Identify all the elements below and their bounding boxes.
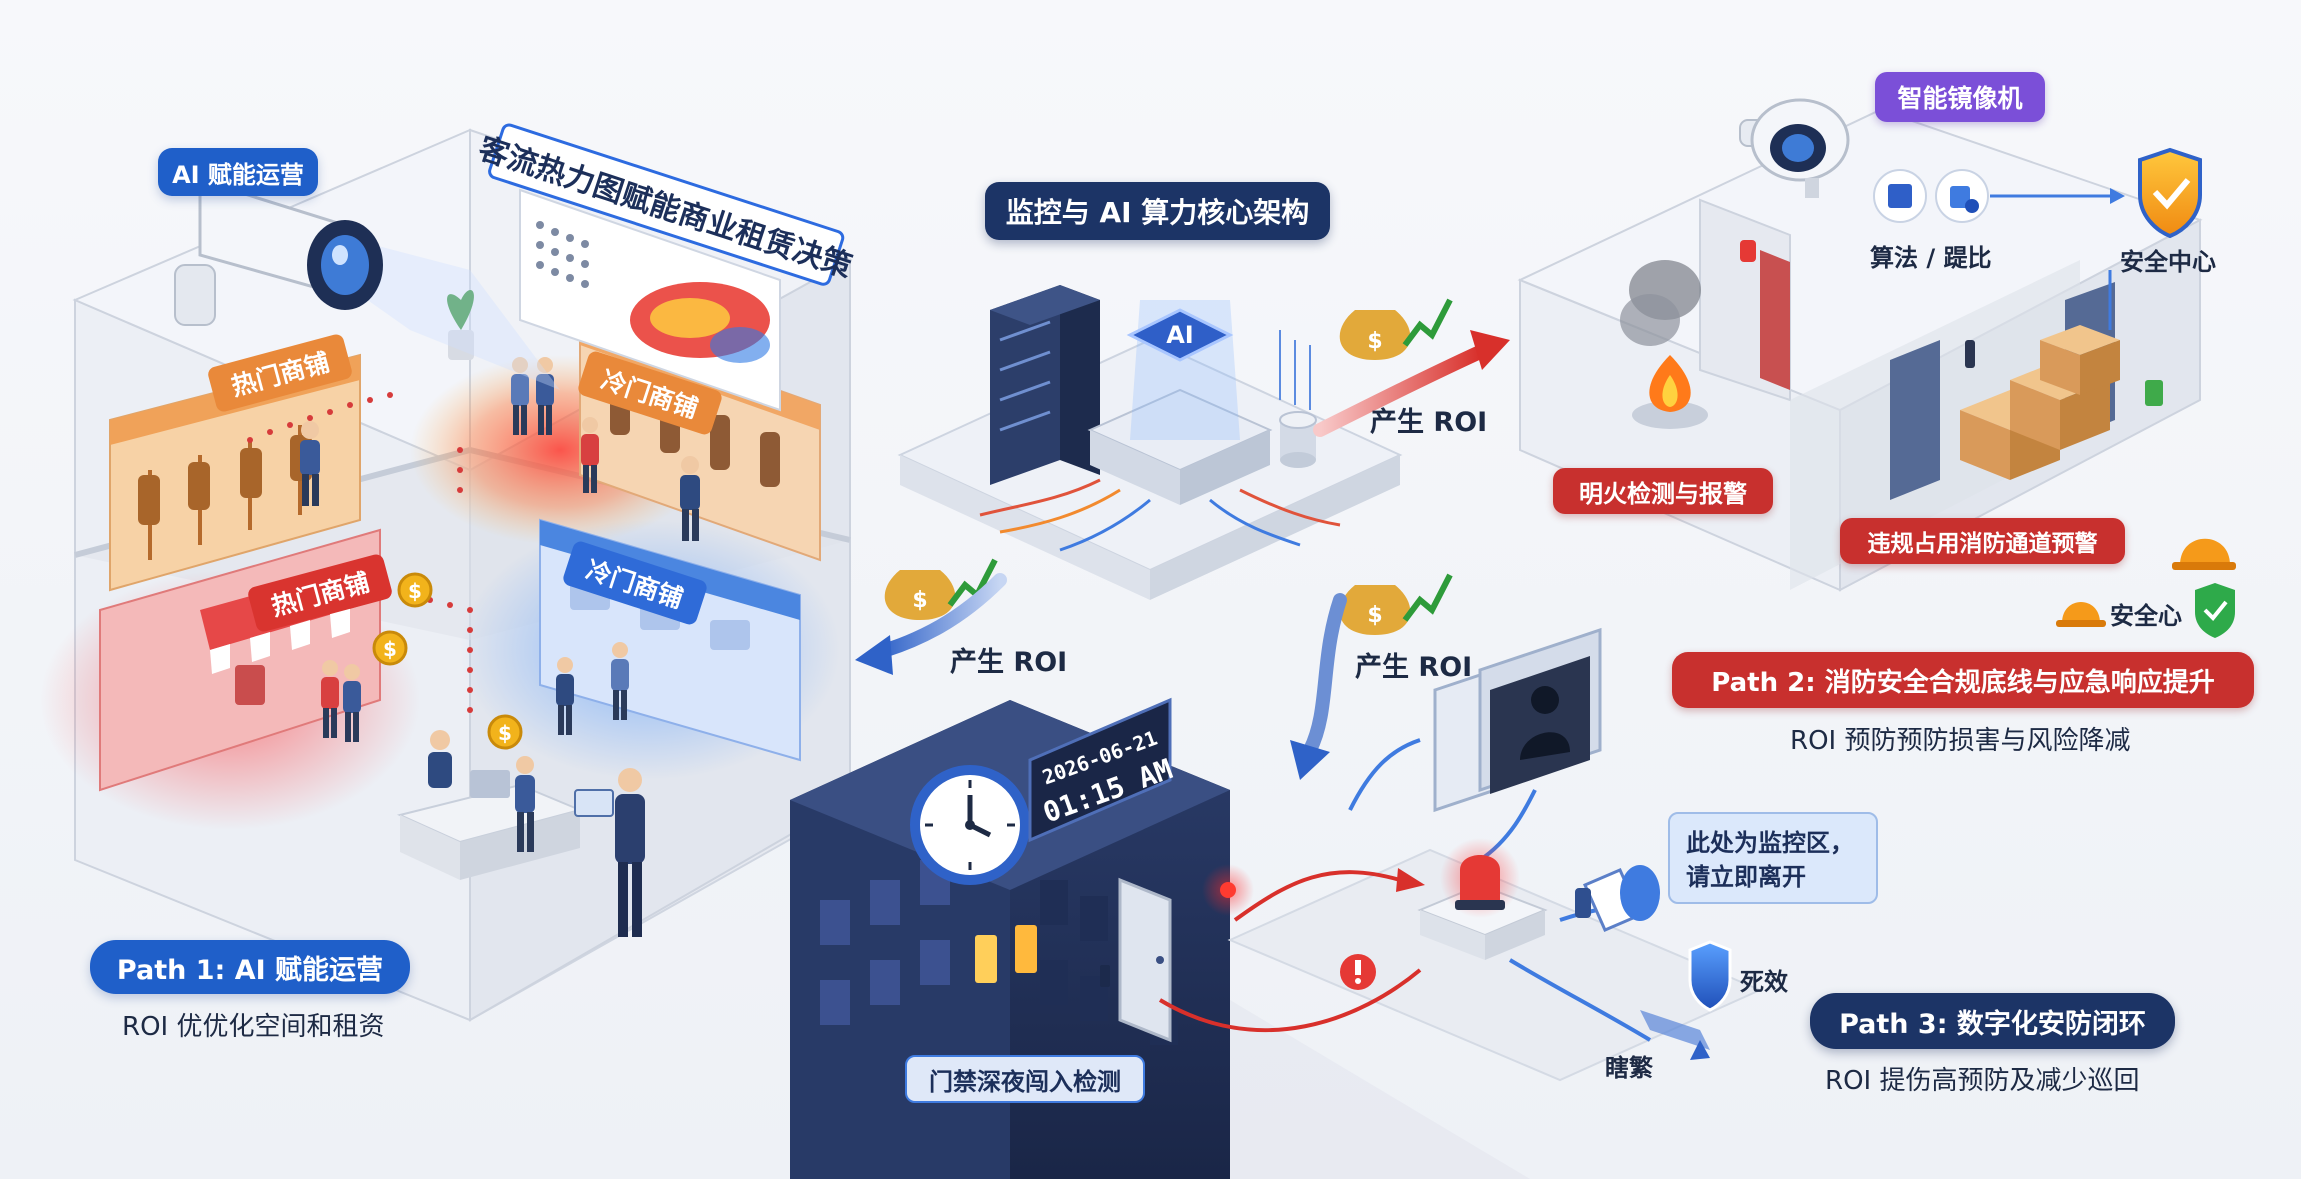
- svg-text:$: $: [498, 721, 512, 745]
- security-shield-icon: [1640, 940, 1732, 1060]
- megaphone-icon: [1575, 865, 1660, 932]
- monitor-screens: [1433, 627, 1602, 813]
- roi-label-bottom: 产生 ROI: [1355, 652, 1473, 683]
- svg-text:$: $: [912, 588, 927, 613]
- tag-ai-operations: AI 赋能运营: [158, 148, 318, 196]
- fire-icon: [1620, 260, 1708, 429]
- core-architecture-title: 监控与 AI 算力核心架构: [985, 182, 1330, 240]
- plant-icon: [447, 290, 474, 360]
- door-intrusion-label: 门禁深夜闯入检测: [905, 1055, 1145, 1103]
- coin-icons: $ $ $: [372, 572, 523, 750]
- storage-cylinder-icon: [1279, 411, 1317, 468]
- safety-check-shield-icon: [2195, 583, 2235, 638]
- alert-exclamation-icon: [1340, 954, 1376, 990]
- heatmap-board: [519, 188, 781, 412]
- alarm-platform: [1227, 848, 1763, 1082]
- path-3-title: Path 3: 数字化安防闭环: [1810, 993, 2175, 1049]
- warning-speech-bubble: 此处为监控区， 请立即离开: [1668, 812, 1878, 904]
- svg-text:$: $: [408, 579, 422, 603]
- hard-hat-icon: [2172, 538, 2236, 570]
- clock-icon: [910, 765, 1030, 885]
- label-invalid: 死效: [1740, 968, 1788, 996]
- safety-label: 安全心: [2110, 602, 2182, 630]
- roi-money-bag-icon: $: [1339, 298, 1453, 360]
- ai-chip-icon: AI: [1126, 308, 1234, 362]
- security-center-shield-icon: [2138, 147, 2202, 239]
- svg-text:$: $: [1367, 603, 1382, 628]
- speech-line-1: 此处为监控区，: [1686, 829, 1854, 857]
- arrow-to-mall: [855, 573, 1007, 675]
- security-center-label: 安全中心: [2120, 248, 2216, 276]
- cctv-camera-icon: [174, 177, 560, 390]
- smart-camera-icon: [1739, 98, 1850, 198]
- arrow-to-building: [1290, 593, 1347, 780]
- hard-hat-icon: [2056, 602, 2106, 627]
- passage-alarm-label: 违规占用消防通道预警: [1840, 518, 2125, 564]
- digital-clock-panel: [1028, 697, 1172, 843]
- arrow-to-fire-safety: [1313, 330, 1510, 437]
- roi-label-right: 产生 ROI: [1370, 407, 1488, 438]
- alarm-siren-icon: [1417, 838, 1548, 960]
- ai-core-platform: AI: [897, 285, 1403, 600]
- label-alarm: 瞎繁: [1605, 1054, 1653, 1082]
- server-rack-icon: [990, 285, 1100, 485]
- path-1-subtitle: ROI 优优化空间和租资: [122, 1012, 385, 1042]
- speech-line-2: 请立即离开: [1686, 863, 1806, 891]
- fire-alarm-label: 明火检测与报警: [1553, 468, 1773, 514]
- roi-label-left: 产生 ROI: [950, 647, 1068, 678]
- algorithm-chip-icon: [1873, 169, 1927, 223]
- svg-text:$: $: [383, 637, 397, 661]
- blocked-boxes: [1960, 325, 2120, 480]
- customer-flow-dots: [247, 392, 473, 713]
- path-2-subtitle: ROI 预防预防损害与风险降减: [1790, 726, 2131, 756]
- svg-text:$: $: [1367, 329, 1382, 354]
- smart-camera-tag: 智能镜像机: [1875, 72, 2045, 122]
- ai-chip-label: AI: [1166, 321, 1194, 349]
- roi-money-bag-icon: $: [884, 558, 998, 620]
- algorithm-label: 算法 / 踶比: [1870, 244, 1992, 272]
- shoppers: [300, 357, 700, 937]
- roi-money-bag-icon: $: [1339, 573, 1453, 635]
- ground-path: [1230, 1000, 1530, 1179]
- path-3-subtitle: ROI 提伤高预防及减少巡回: [1825, 1066, 2140, 1096]
- path-2-title: Path 2: 消防安全合规底线与应急响应提升: [1672, 652, 2254, 708]
- path-1-title: Path 1: AI 赋能运营: [90, 940, 410, 994]
- algorithm-analysis-icon: [1935, 169, 1989, 223]
